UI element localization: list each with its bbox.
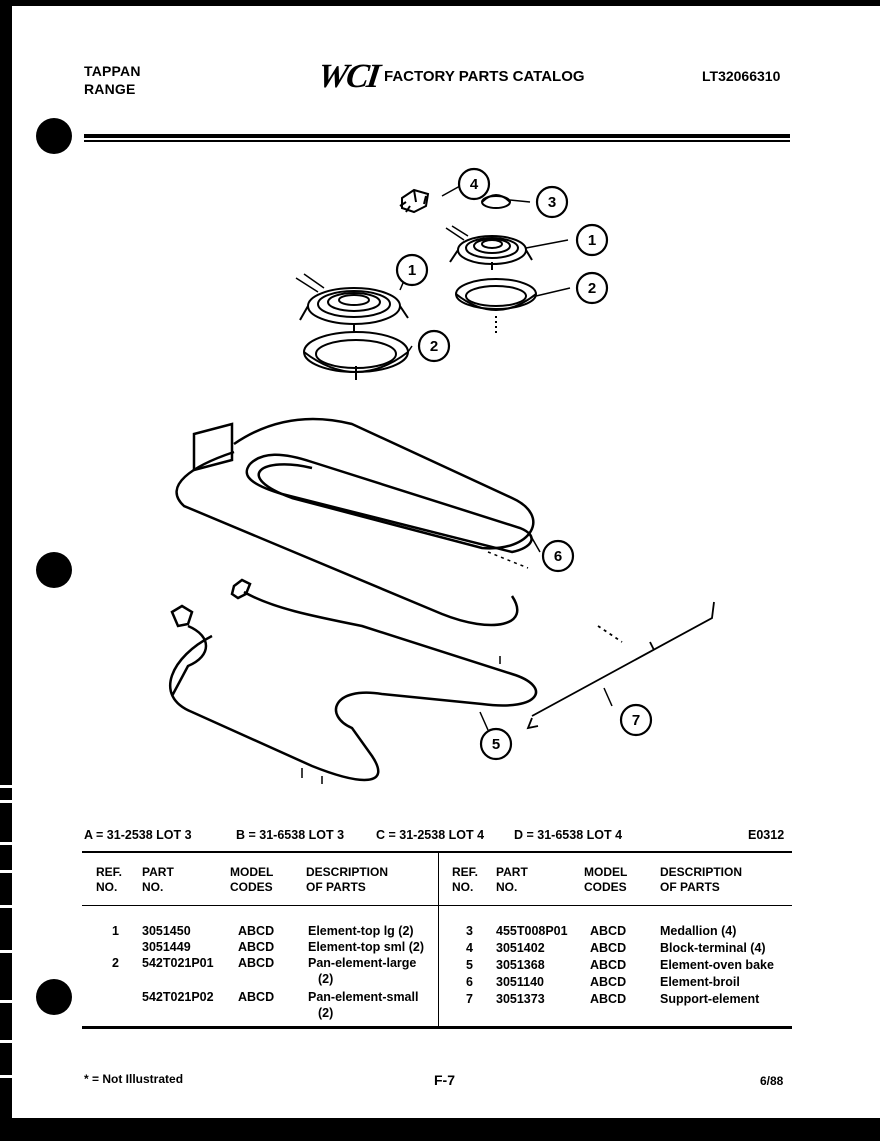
header-ref-right: REF. NO.: [452, 865, 479, 894]
element-top-large-drawing: [295, 273, 409, 332]
left-model: ABCD: [238, 956, 275, 970]
binder-hole-bottom: [36, 979, 72, 1015]
callout-5: 5: [492, 736, 500, 753]
left-part: 3051449: [142, 940, 191, 954]
catalog-title: FACTORY PARTS CATALOG: [384, 68, 585, 85]
header-desc-right: DESCRIPTION OF PARTS: [660, 865, 743, 894]
right-desc: Element-broil: [660, 975, 740, 989]
scan-bottom-edge: [0, 1118, 880, 1141]
right-ref: 4: [466, 941, 473, 955]
block-terminal-drawing: [399, 188, 430, 214]
right-ref: 7: [466, 992, 473, 1006]
left-desc: (2): [318, 1006, 334, 1020]
left-model: ABCD: [238, 924, 275, 938]
not-illustrated-note: * = Not Illustrated: [84, 1072, 184, 1086]
element-oven-bake-drawing: [169, 578, 538, 784]
right-model: ABCD: [590, 992, 627, 1006]
left-desc: Element-top lg (2): [308, 924, 414, 938]
table-header-rule: [82, 905, 792, 906]
header-desc-left: DESCRIPTION OF PARTS: [306, 865, 389, 894]
diagram-code: E0312: [748, 828, 785, 842]
lot-d: D = 31-6538 LOT 4: [514, 828, 623, 842]
right-desc: Block-terminal (4): [660, 941, 766, 955]
right-model: ABCD: [590, 941, 627, 955]
table-bottom-rule: [82, 1026, 792, 1029]
brand-line-2: RANGE: [84, 81, 136, 97]
element-broil-drawing: [175, 417, 535, 627]
binder-hole-top: [36, 118, 72, 154]
catalog-date: 6/88: [760, 1074, 784, 1088]
header-model-right: MODEL CODES: [584, 865, 628, 894]
right-ref: 3: [466, 924, 473, 938]
callout-3: 3: [548, 194, 556, 211]
lot-c: C = 31-2538 LOT 4: [376, 828, 485, 842]
callout-circles: [395, 167, 653, 761]
right-ref: 5: [466, 958, 473, 972]
right-part: 3051373: [496, 992, 545, 1006]
exploded-parts-diagram: 4 3 1 1 2 2 6 5 7: [169, 167, 715, 784]
page-number: F-7: [434, 1072, 455, 1088]
callout-7: 7: [632, 712, 640, 729]
left-desc: Element-top sml (2): [308, 940, 424, 954]
left-part: 542T021P01: [142, 956, 214, 970]
left-desc: Pan-element-small: [308, 990, 419, 1004]
right-desc: Support-element: [660, 992, 760, 1006]
callout-2-right: 2: [588, 280, 596, 297]
catalog-page: TAPPAN RANGE WCI FACTORY PARTS CATALOG L…: [12, 6, 880, 1118]
left-model: ABCD: [238, 940, 275, 954]
callout-leaders: [399, 185, 613, 731]
right-part: 3051402: [496, 941, 545, 955]
callout-4: 4: [470, 176, 479, 193]
lot-a: A = 31-2538 LOT 3: [84, 828, 192, 842]
header-part-left: PART NO.: [142, 865, 174, 894]
left-part: 542T021P02: [142, 990, 214, 1004]
right-desc: Element-oven bake: [660, 958, 774, 972]
header-rule-thin: [84, 140, 790, 142]
header-model-left: MODEL CODES: [230, 865, 274, 894]
right-model: ABCD: [590, 958, 627, 972]
right-model: ABCD: [590, 975, 627, 989]
left-part: 3051450: [142, 924, 191, 938]
right-part: 3051368: [496, 958, 545, 972]
document-id: LT32066310: [702, 68, 781, 84]
header-ref-left: REF. NO.: [96, 865, 123, 894]
lot-b: B = 31-6538 LOT 3: [236, 828, 345, 842]
element-top-small-drawing: [445, 225, 533, 270]
callout-1-right: 1: [588, 232, 596, 249]
right-part: 3051140: [496, 975, 544, 989]
callout-6: 6: [554, 548, 562, 565]
right-model: ABCD: [590, 924, 627, 938]
pan-element-large-drawing: [303, 331, 409, 380]
left-desc: (2): [318, 972, 334, 986]
callout-1-left: 1: [408, 262, 416, 279]
table-column-divider: [438, 853, 439, 1026]
wci-logo: WCI: [315, 58, 381, 95]
lot-legend: A = 31-2538 LOT 3 B = 31-6538 LOT 3 C = …: [84, 828, 790, 846]
header-part-right: PART NO.: [496, 865, 528, 894]
left-desc: Pan-element-large: [308, 956, 417, 970]
left-model: ABCD: [238, 990, 275, 1004]
medallion-drawing: [481, 194, 511, 209]
table-top-rule: [82, 851, 792, 853]
parts-table: REF. NO. PART NO. MODEL CODES DESCRIPTIO…: [82, 851, 792, 1031]
brand-line-1: TAPPAN: [84, 63, 141, 79]
right-ref: 6: [466, 975, 473, 989]
header-rule: [84, 134, 790, 138]
pan-element-small-drawing: [455, 278, 537, 336]
support-element-drawing: [526, 601, 715, 730]
left-ref: 1: [112, 924, 119, 938]
scan-left-edge: [0, 0, 12, 1141]
right-desc: Medallion (4): [660, 924, 737, 938]
callout-2-left: 2: [430, 338, 438, 355]
right-part: 455T008P01: [496, 924, 568, 938]
left-ref: 2: [112, 956, 119, 970]
binder-hole-middle: [36, 552, 72, 588]
